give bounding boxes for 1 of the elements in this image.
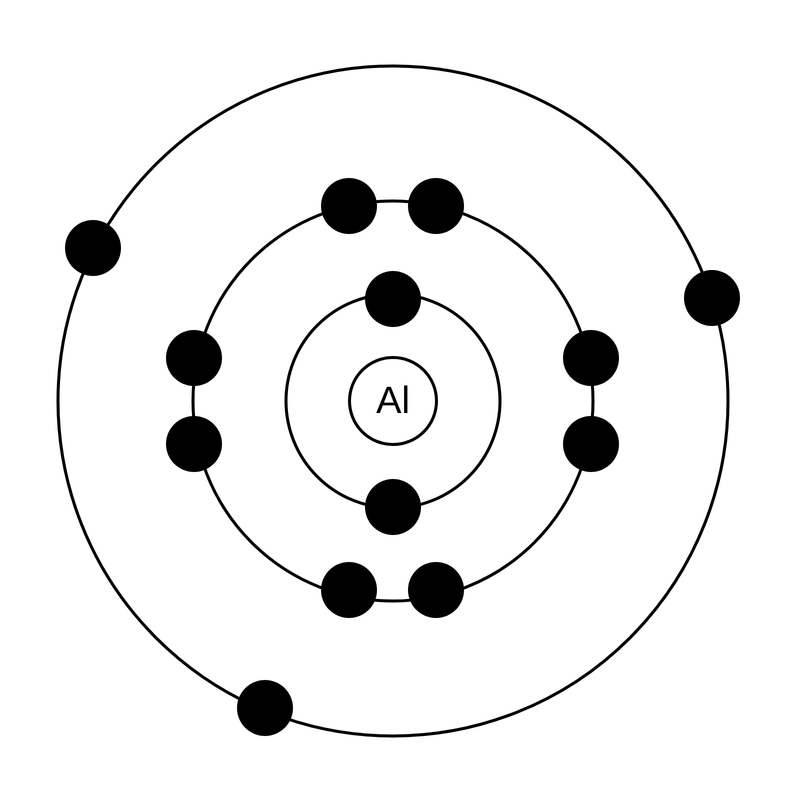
element-symbol: Al xyxy=(376,380,410,422)
